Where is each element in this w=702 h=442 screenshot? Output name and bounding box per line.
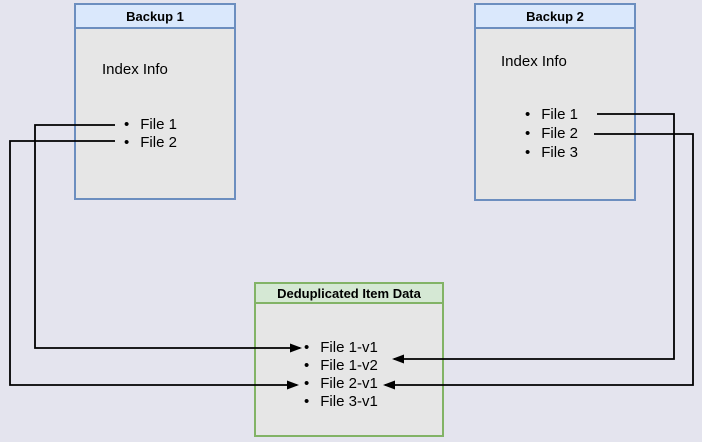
file-item: File 1 [124, 116, 177, 134]
file-item: File 1-v2 [304, 357, 378, 375]
backup1-file-list: File 1File 2 [124, 116, 177, 152]
backup1-title: Backup 1 [126, 8, 184, 24]
file-item: File 2-v1 [304, 375, 378, 393]
backup1-index-info-label: Index Info [102, 61, 168, 78]
file-item: File 2 [124, 134, 177, 152]
file-item: File 2 [525, 124, 578, 143]
backup2-file-list: File 1File 2File 3 [525, 105, 578, 162]
backup1-box: Backup 1 Index Info File 1File 2 [74, 3, 236, 200]
backup2-title: Backup 2 [526, 8, 584, 24]
backup2-header: Backup 2 [476, 5, 634, 29]
deduplicated-item-data-box: Deduplicated Item Data File 1-v1File 1-v… [254, 282, 444, 437]
deduplicated-file-list: File 1-v1File 1-v2File 2-v1File 3-v1 [304, 339, 378, 411]
file-item: File 1 [525, 105, 578, 124]
file-item: File 3-v1 [304, 393, 378, 411]
file-item: File 3 [525, 143, 578, 162]
deduplicated-item-data-header: Deduplicated Item Data [256, 284, 442, 304]
backup2-box: Backup 2 Index Info File 1File 2File 3 [474, 3, 636, 201]
backup2-index-info-label: Index Info [501, 53, 567, 70]
deduplicated-item-data-title: Deduplicated Item Data [277, 285, 421, 301]
backup1-header: Backup 1 [76, 5, 234, 29]
file-item: File 1-v1 [304, 339, 378, 357]
